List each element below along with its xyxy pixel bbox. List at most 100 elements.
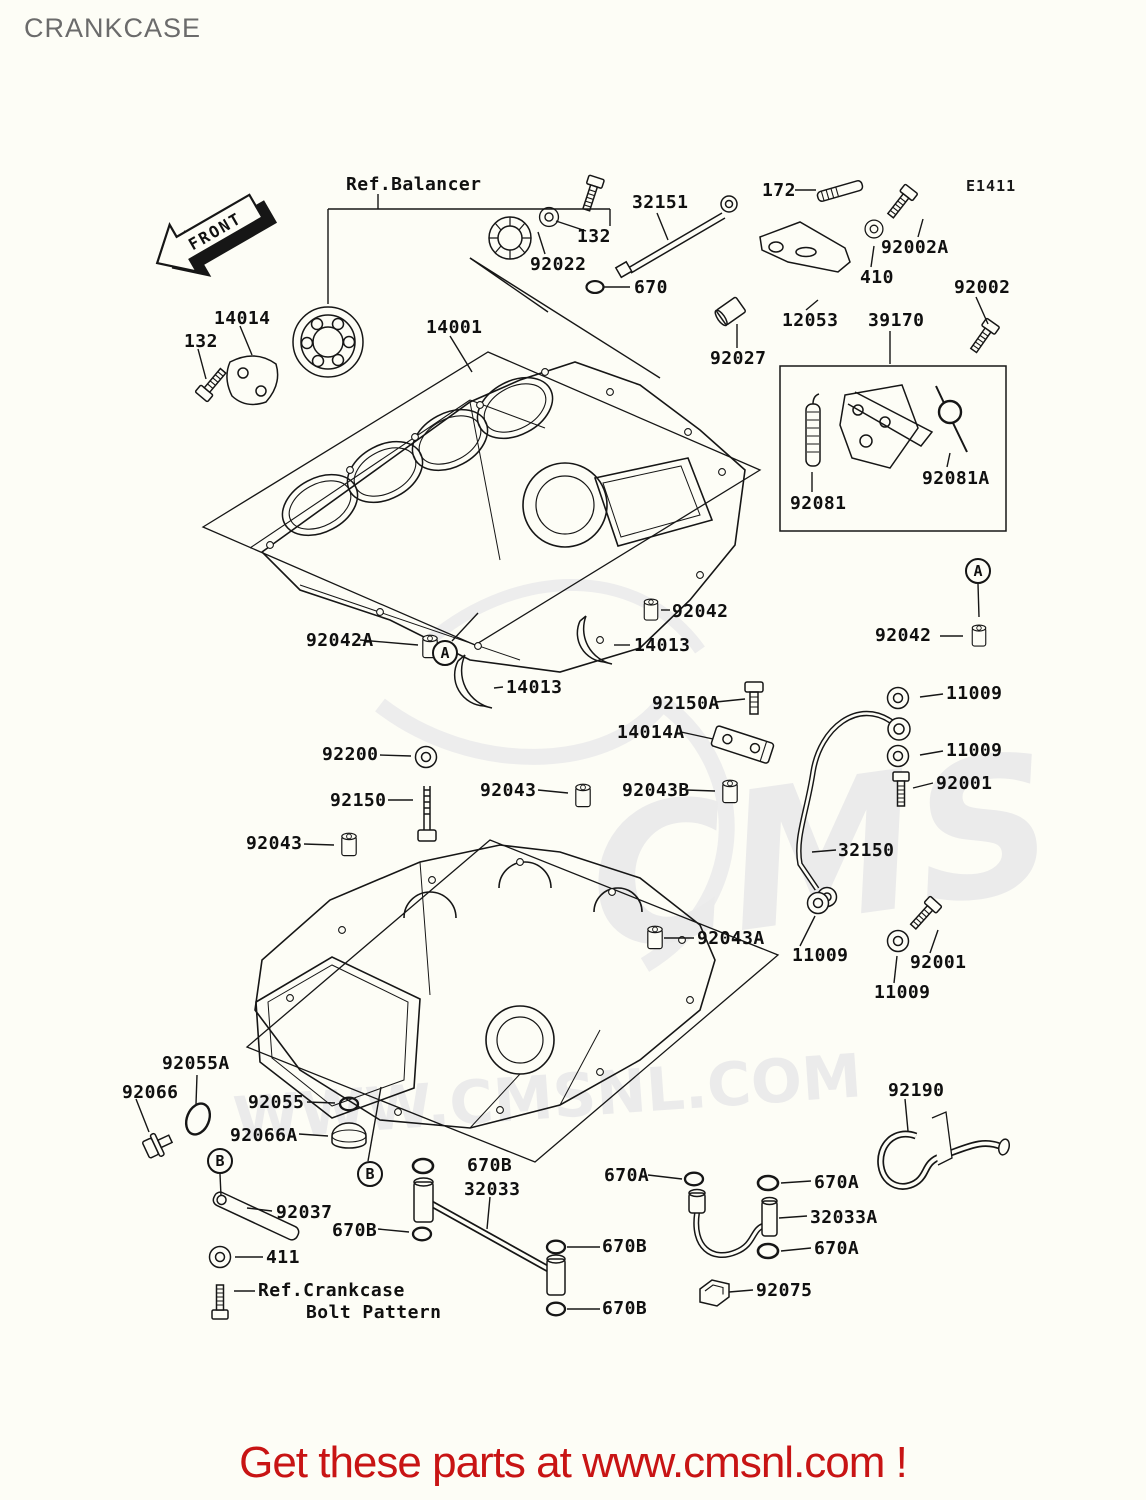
- leader-line: [799, 915, 816, 947]
- part-callout-92022: 92022: [530, 254, 587, 275]
- needle-bearing-92022: [488, 216, 532, 260]
- part-callout-92043: 92043: [246, 833, 303, 854]
- part-callout-e1411: E1411: [966, 177, 1017, 195]
- leader-line: [680, 731, 714, 740]
- leader-line: [778, 1215, 808, 1219]
- part-callout-410: 410: [860, 267, 894, 288]
- part-callout-92081a: 92081A: [922, 468, 990, 489]
- tensioner-12053: [759, 221, 851, 273]
- part-callout-11009: 11009: [792, 945, 849, 966]
- frame-panels: [201, 351, 1007, 1163]
- part-callout-92027: 92027: [710, 348, 767, 369]
- part-callout-bolt-pattern: Bolt Pattern: [306, 1302, 442, 1323]
- leader-line: [377, 1228, 410, 1233]
- leader-line: [656, 212, 669, 241]
- leader-line: [805, 299, 819, 311]
- part-callout-32033: 32033: [464, 1179, 521, 1200]
- part-callout-92055: 92055: [248, 1092, 305, 1113]
- part-callout-11009: 11009: [874, 982, 931, 1003]
- leader-line: [239, 325, 253, 356]
- part-callout-92043a: 92043A: [697, 928, 765, 949]
- leader-line: [975, 296, 989, 325]
- leader-line: [537, 231, 546, 255]
- torsion-spring-92081A: [935, 385, 968, 453]
- part-callout-172: 172: [762, 180, 796, 201]
- leader-line: [912, 782, 934, 789]
- leader-line: [379, 754, 412, 757]
- small-parts: [142, 174, 1011, 1320]
- part-callout-670a: 670A: [604, 1165, 650, 1186]
- footer-banner: Get these parts at www.cmsnl.com !: [239, 1438, 908, 1487]
- leader-line: [904, 1098, 909, 1132]
- part-callout-92066: 92066: [122, 1082, 179, 1103]
- leader-line: [780, 1247, 812, 1252]
- upper-crankcase-drawing: [249, 361, 746, 673]
- part-callout-670b: 670B: [602, 1298, 648, 1319]
- part-callout-92190: 92190: [888, 1080, 945, 1101]
- part-callout-132: 132: [184, 331, 218, 352]
- ball-bearing: [292, 306, 364, 378]
- circled-ref-b: B: [357, 1161, 383, 1187]
- leader-line: [135, 1098, 150, 1133]
- part-callout-12053: 12053: [782, 310, 839, 331]
- leader-line: [451, 612, 479, 642]
- leader-line: [919, 750, 944, 756]
- part-callout-670b: 670B: [467, 1155, 513, 1176]
- rod-32151: [614, 195, 738, 279]
- leader-line: [929, 929, 939, 954]
- part-callout-670b: 670B: [332, 1220, 378, 1241]
- leader-line: [486, 1196, 491, 1230]
- part-callout-11009: 11009: [946, 740, 1003, 761]
- part-callout-92037: 92037: [276, 1202, 333, 1223]
- part-callout-92066a: 92066A: [230, 1125, 298, 1146]
- breather-pipe-32033A: [688, 1188, 778, 1259]
- upper-crankcase-frame: [201, 351, 762, 646]
- leader-line: [870, 245, 875, 268]
- oil-pan: [255, 956, 421, 1119]
- leader-line: [780, 1180, 812, 1184]
- bracket-14014A: [710, 725, 775, 764]
- leader-line: [298, 1133, 329, 1137]
- part-callout-670a: 670A: [814, 1172, 860, 1193]
- leader-line: [197, 348, 207, 380]
- part-callout-92001: 92001: [910, 952, 967, 973]
- plug-92066A: [331, 1122, 367, 1149]
- oring-92055A: [184, 1102, 212, 1136]
- part-callout-32151: 32151: [632, 192, 689, 213]
- leader-line: [219, 1173, 222, 1197]
- cms-watermark: CMS WWW.CMSNL.COM: [231, 578, 1067, 1155]
- part-callout-32033a: 32033A: [810, 1207, 878, 1228]
- leader-line: [555, 220, 587, 232]
- leader-line: [306, 1101, 336, 1104]
- part-callout-670a: 670A: [814, 1238, 860, 1259]
- plate-14014: [226, 355, 279, 406]
- part-callout-92200: 92200: [322, 744, 379, 765]
- part-callout-ref-crankcase: Ref.Crankcase: [258, 1280, 405, 1301]
- leader-line: [917, 218, 924, 238]
- hose-92190: [877, 1111, 1011, 1190]
- leader-line: [537, 789, 569, 794]
- part-callout-14001: 14001: [426, 317, 483, 338]
- part-callout-92042: 92042: [875, 625, 932, 646]
- part-callout-14014: 14014: [214, 308, 271, 329]
- part-callout-39170: 39170: [868, 310, 925, 331]
- part-callout-ref-balancer: Ref.Balancer: [346, 174, 482, 195]
- leader-line: [303, 843, 335, 846]
- watermark-url: WWW.CMSNL.COM: [231, 1041, 864, 1155]
- part-callout-14013: 14013: [506, 677, 563, 698]
- part-callout-92043b: 92043B: [622, 780, 690, 801]
- guide-39170: [839, 384, 934, 469]
- part-callout-92043: 92043: [480, 780, 537, 801]
- part-callout-92081: 92081: [790, 493, 847, 514]
- bolt-92150: [417, 786, 437, 842]
- leader-line: [647, 1174, 683, 1180]
- part-callout-670: 670: [634, 277, 668, 298]
- part-callout-14014a: 14014A: [617, 722, 685, 743]
- leader-line: [715, 698, 746, 703]
- leader-line: [893, 955, 898, 984]
- bearing-shell-14013-left: [453, 654, 493, 709]
- part-callout-92001: 92001: [936, 773, 993, 794]
- leader-line: [493, 686, 504, 689]
